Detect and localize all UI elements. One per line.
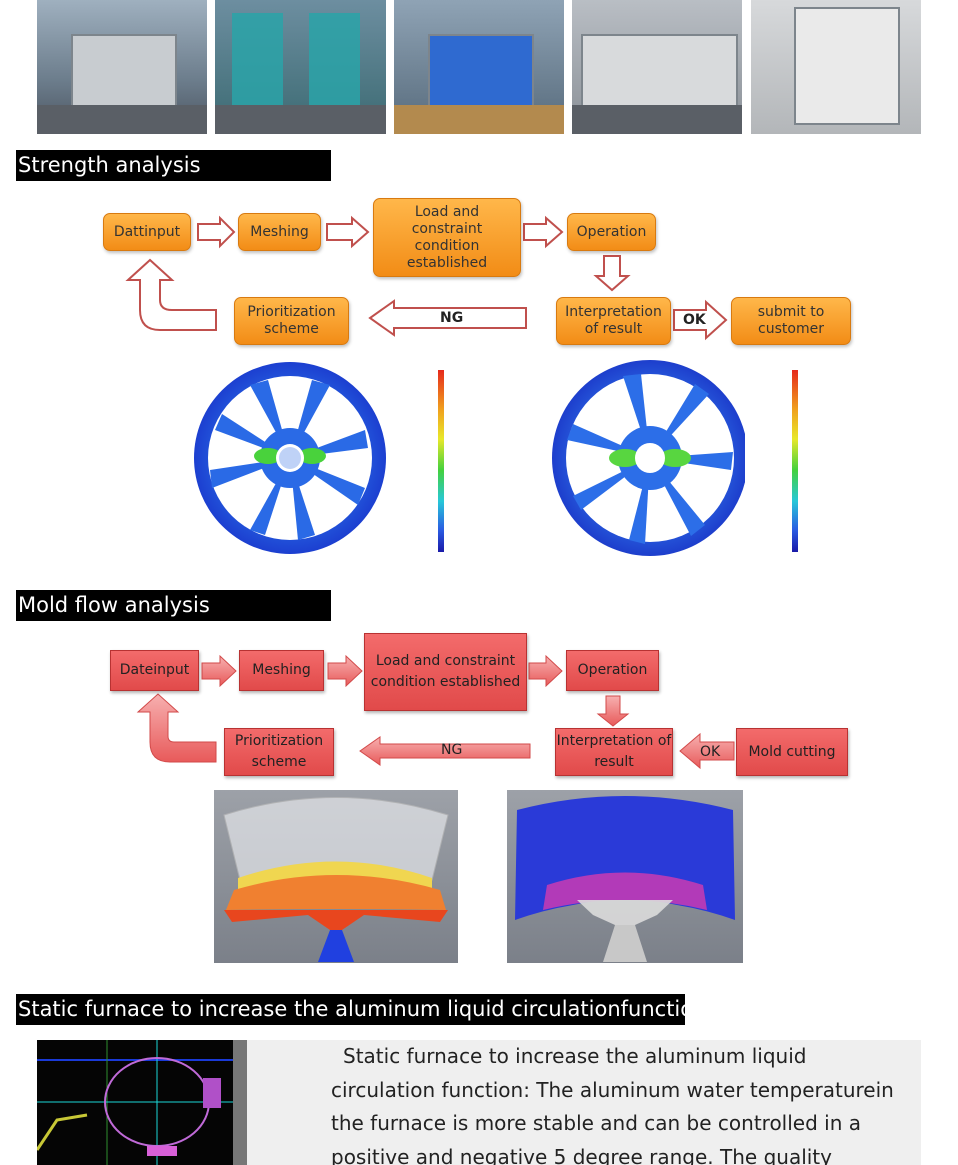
stress-legend-bar-1 [438, 370, 444, 552]
flow-box-operation: Operation [567, 213, 656, 251]
mold-box-meshing: Meshing [239, 650, 324, 691]
mold-box-prioritization: Prioritization scheme [224, 728, 334, 776]
mold-box-interpretation: Interpretation of result [555, 728, 673, 776]
strength-ok-label: OK [683, 312, 706, 328]
flow-box-prioritization: Prioritization scheme [234, 297, 349, 345]
stress-wheel-image-1 [194, 362, 386, 554]
stress-legend-bar-2 [792, 370, 798, 552]
factory-photo-3 [394, 0, 564, 134]
factory-photo-5 [751, 0, 921, 134]
mold-flow-arrows [136, 654, 735, 770]
moldflow-render-2 [507, 790, 743, 963]
flow-box-interpretation: Interpretation of result [556, 297, 671, 345]
mold-box-operation: Operation [566, 650, 659, 691]
mold-ng-label: NG [441, 742, 463, 758]
mold-box-dateinput: Dateinput [110, 650, 199, 691]
mold-box-load-constraint: Load and constraint condition establishe… [364, 633, 527, 711]
furnace-description: Static furnace to increase the aluminum … [331, 1044, 894, 1165]
flow-box-submit-customer: submit to customer [731, 297, 851, 345]
factory-photo-2 [215, 0, 386, 134]
section-title-moldflow: Mold flow analysis [16, 590, 331, 621]
mold-box-mold-cutting: Mold cutting [736, 728, 848, 776]
strength-flow-arrows [125, 215, 728, 341]
flow-box-load-constraint: Load and constraint condition establishe… [373, 198, 521, 277]
factory-photo-1 [37, 0, 207, 134]
furnace-panel: Static furnace to increase the aluminum … [37, 1040, 921, 1165]
mold-ok-label: OK [700, 744, 721, 760]
section-title-furnace: Static furnace to increase the aluminum … [16, 994, 685, 1025]
factory-photo-4 [572, 0, 742, 134]
furnace-cad-drawing [37, 1040, 247, 1165]
strength-ng-label: NG [440, 310, 464, 326]
flow-box-dattinput: Dattinput [103, 213, 191, 251]
flow-box-meshing: Meshing [238, 213, 321, 251]
section-title-strength: Strength analysis [16, 150, 331, 181]
moldflow-render-1 [214, 790, 458, 963]
stress-wheel-image-2 [552, 360, 745, 556]
